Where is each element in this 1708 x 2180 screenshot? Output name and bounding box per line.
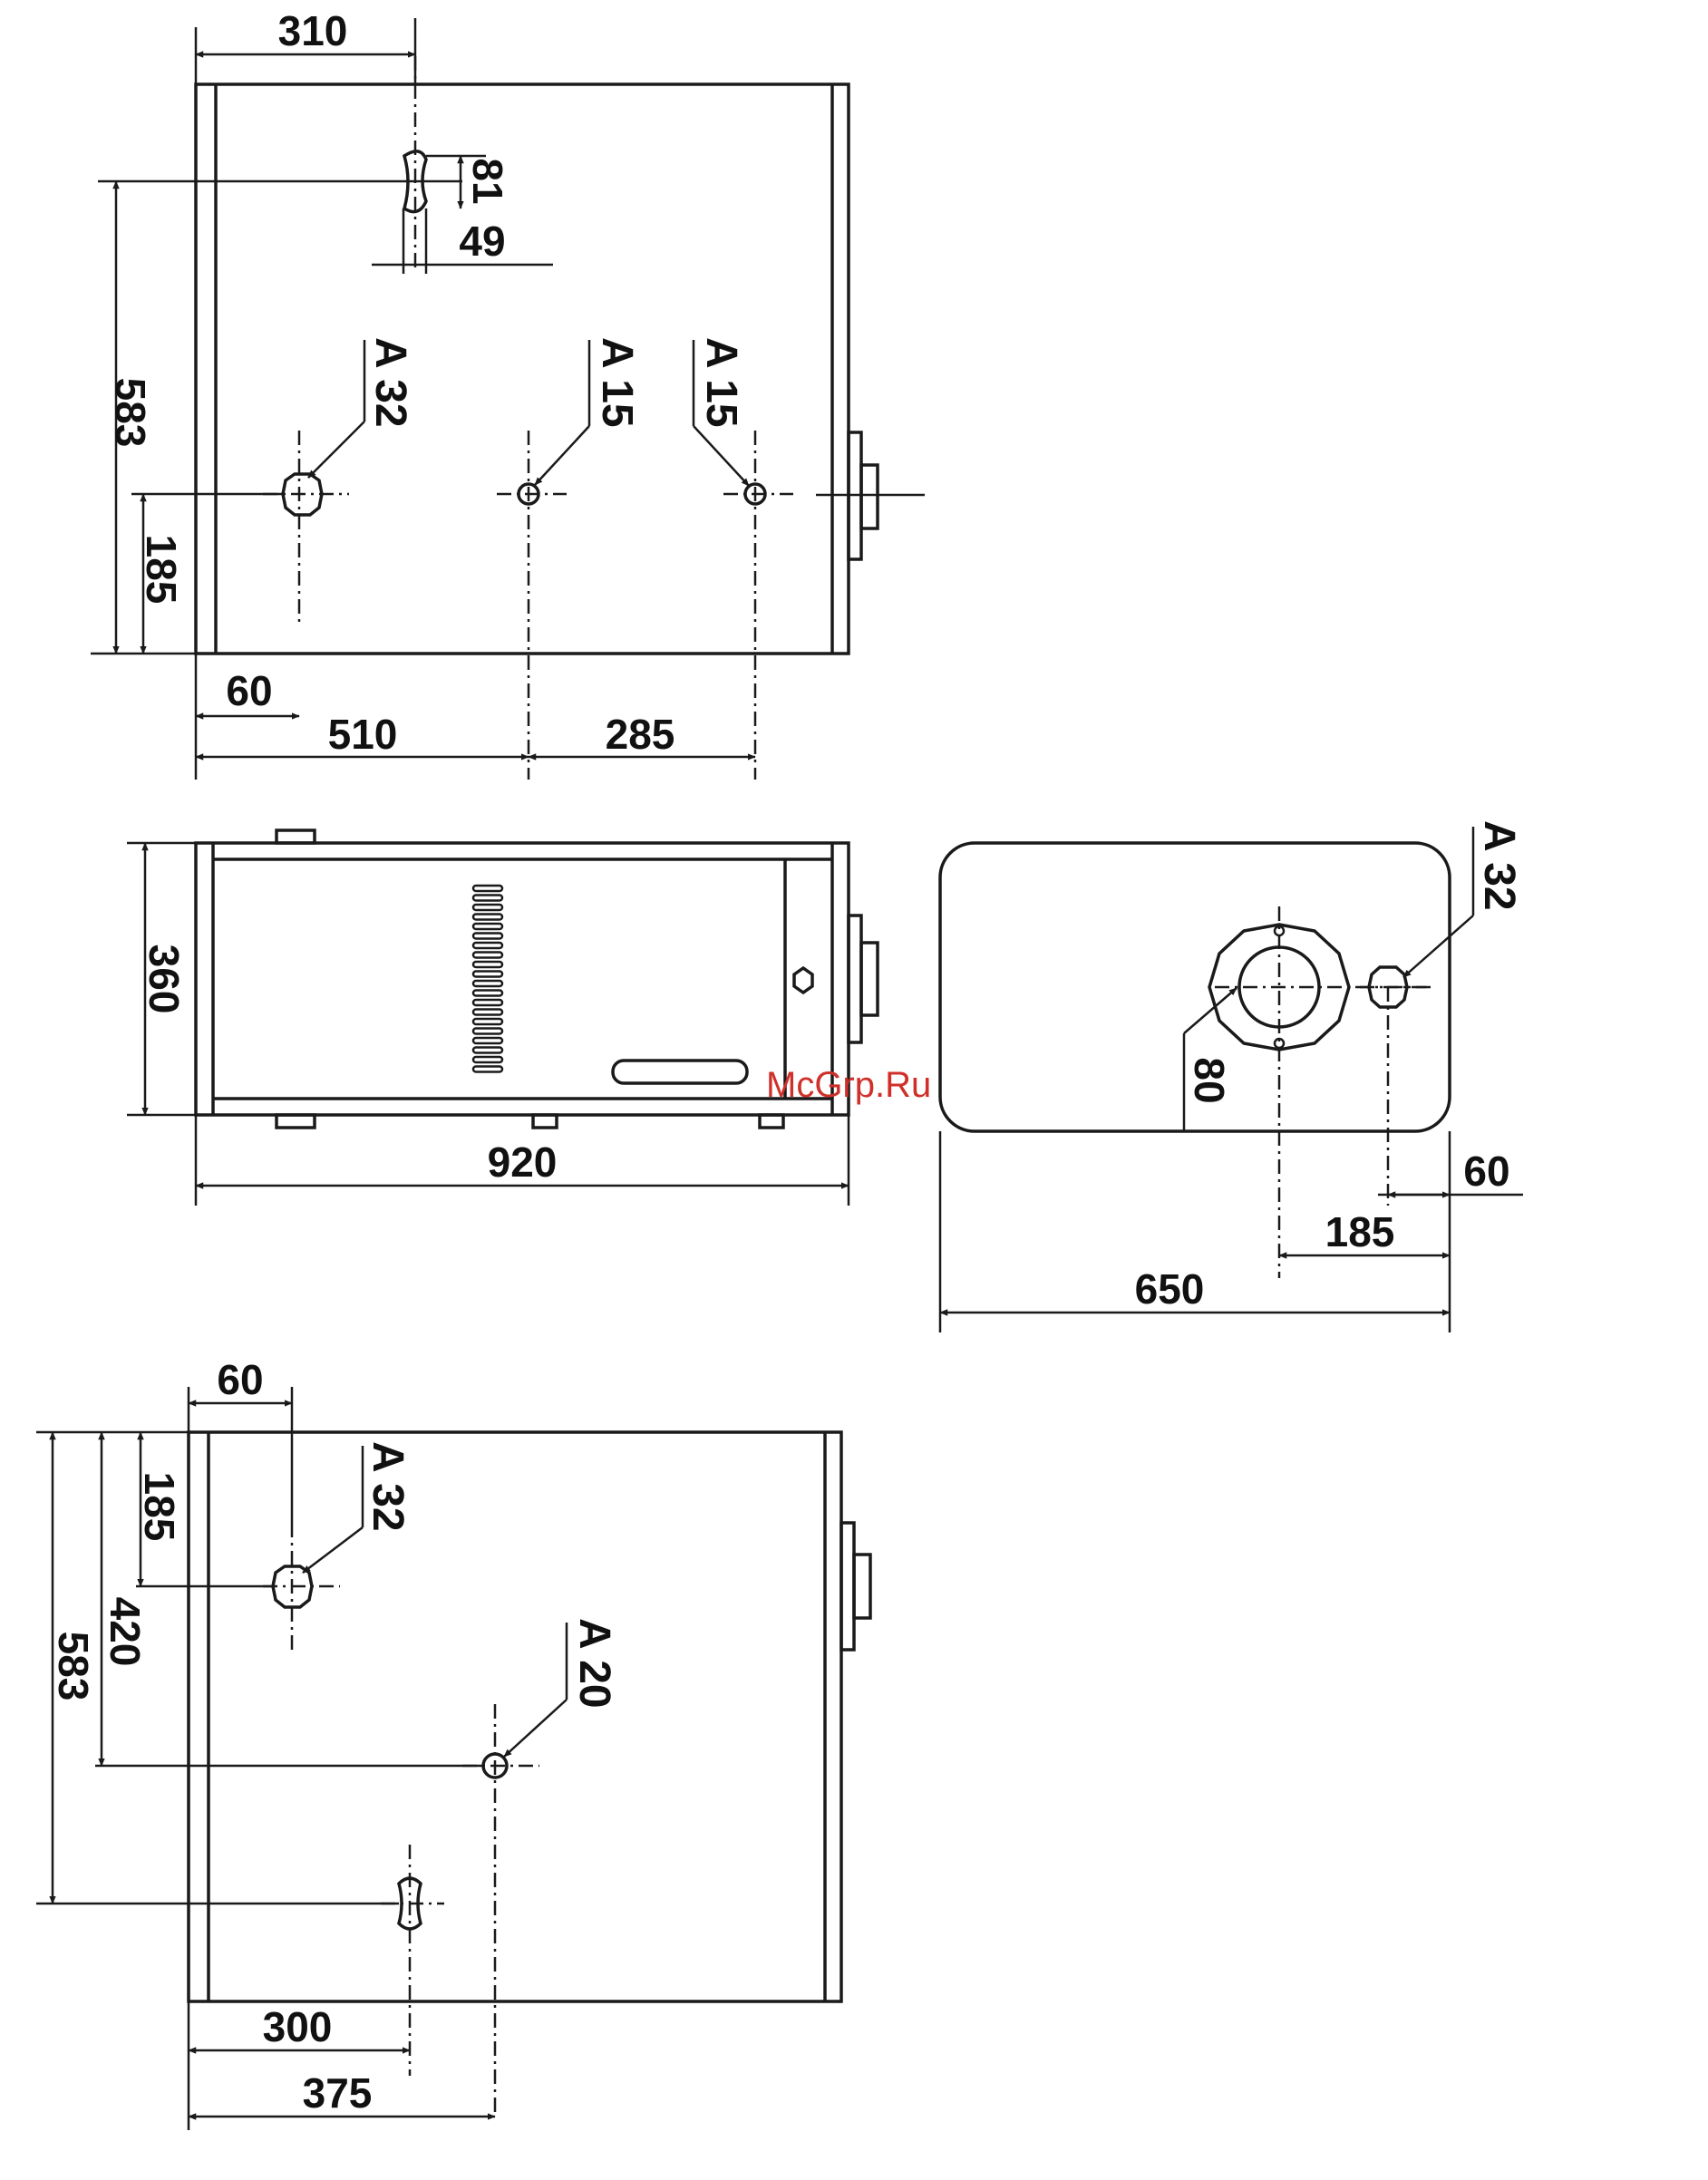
dim-49: 49 — [372, 218, 553, 265]
vent-slot — [473, 886, 502, 891]
dim-420-label: 420 — [102, 1597, 149, 1667]
bottom-pipe-a32 — [263, 1523, 340, 1654]
label-a32-side: A 32 — [1475, 820, 1523, 911]
vent-grille — [473, 886, 502, 1072]
side-pipe-a32 — [1360, 967, 1434, 1206]
dim-510-label: 510 — [328, 711, 398, 758]
vent-slot — [473, 943, 502, 948]
vent-slot — [473, 1029, 502, 1034]
top-pipe-a32 — [263, 431, 349, 625]
dim-185-top: 185 — [138, 494, 185, 654]
dim-60-top: 60 — [196, 654, 299, 780]
label-a32-top: A 32 — [366, 337, 414, 428]
dim-60-side-label: 60 — [1463, 1148, 1509, 1195]
dim-60-bottom: 60 — [189, 1356, 292, 1523]
dim-310-label: 310 — [278, 7, 348, 54]
dim-583-bottom-label: 583 — [50, 1632, 97, 1701]
vent-slot — [473, 1038, 502, 1043]
dim-300-label: 300 — [263, 2003, 333, 2050]
top-pipe-a15-left — [497, 431, 567, 780]
vent-slot — [473, 1048, 502, 1053]
vent-slot — [473, 896, 502, 901]
leader-a32-top: A 32 — [308, 337, 414, 478]
dim-310: 310 — [196, 7, 415, 84]
vent-slot — [473, 1000, 502, 1005]
vent-slot — [473, 1019, 502, 1024]
leader-a15-top-right: A 15 — [694, 337, 749, 486]
label-a15-top-right: A 15 — [697, 337, 745, 428]
vent-slot — [473, 972, 502, 977]
dim-583-top-label: 583 — [107, 378, 154, 448]
side-view: 80 A 32 60 185 650 — [940, 820, 1523, 1332]
vent-slot — [473, 1057, 502, 1062]
dim-360-label: 360 — [141, 945, 188, 1014]
vent-slot — [473, 915, 502, 920]
dim-360: 360 — [127, 843, 196, 1115]
dim-80-label: 80 — [1186, 1057, 1233, 1103]
flue-collar — [1209, 906, 1428, 1278]
dim-60-top-label: 60 — [226, 667, 272, 714]
vent-slot — [473, 981, 502, 986]
label-a15-top-left: A 15 — [593, 337, 641, 428]
dim-49-label: 49 — [459, 218, 505, 265]
dim-300: 300 — [189, 2001, 410, 2130]
dim-185-bottom-label: 185 — [136, 1472, 183, 1542]
top-view: 310 81 49 583 185 60 — [91, 7, 925, 780]
dim-185-side-label: 185 — [1325, 1208, 1395, 1255]
vent-slot — [473, 1067, 502, 1072]
label-a20-bottom: A 20 — [570, 1618, 618, 1709]
leader-a15-top-left: A 15 — [535, 337, 641, 485]
leader-80: 80 — [1184, 988, 1237, 1131]
dim-375: 375 — [189, 2069, 495, 2117]
leader-a20-bottom: A 20 — [504, 1618, 618, 1757]
vent-slot — [473, 934, 502, 939]
vent-slot — [473, 953, 502, 958]
vent-slot — [473, 962, 502, 967]
vent-slot — [473, 991, 502, 996]
bottom-view: 60 185 420 583 300 375 A 32 — [36, 1356, 870, 2130]
dim-285-label: 285 — [606, 711, 675, 758]
dim-185-top-label: 185 — [138, 535, 185, 605]
watermark: McGrp.Ru — [766, 1065, 931, 1105]
vent-slot — [473, 924, 502, 929]
leader-a32-bottom: A 32 — [303, 1441, 412, 1573]
vent-slot — [473, 1010, 502, 1015]
dim-583-bottom: 583 — [50, 1432, 97, 1904]
top-slot-connection — [98, 56, 462, 274]
dim-60-side: 60 — [1378, 1131, 1523, 1332]
dim-185-bottom: 185 — [136, 1432, 183, 1586]
dim-185-side: 185 — [1279, 1208, 1450, 1255]
dim-81-label: 81 — [464, 158, 511, 204]
vent-slot — [473, 905, 502, 910]
dim-920-label: 920 — [488, 1138, 558, 1186]
bottom-slot-connection — [381, 1845, 444, 2076]
dim-375-label: 375 — [303, 2069, 373, 2117]
top-pipe-a15-right — [723, 431, 793, 780]
dim-650-label: 650 — [1135, 1265, 1205, 1313]
label-a32-bottom: A 32 — [364, 1441, 412, 1532]
top-view-outline — [196, 84, 925, 654]
front-view: 360 920 McGrp.Ru — [127, 830, 931, 1206]
dim-60-bottom-label: 60 — [217, 1356, 263, 1403]
dim-510: 510 — [196, 711, 529, 758]
dim-285: 285 — [529, 711, 755, 758]
